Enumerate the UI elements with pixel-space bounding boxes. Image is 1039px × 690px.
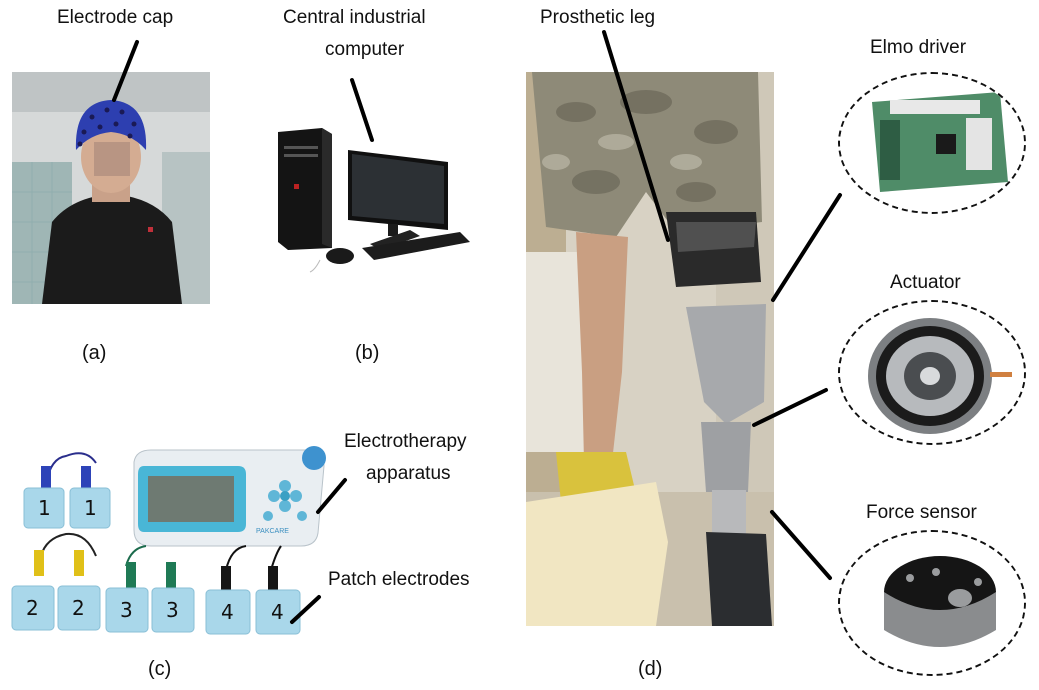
electrode-number: 2 bbox=[26, 596, 39, 620]
computer-leader bbox=[350, 78, 374, 142]
prosthetic-leg-label: Prosthetic leg bbox=[540, 7, 656, 28]
panel-label-b: (b) bbox=[355, 342, 380, 364]
prosthetic-leg-photo bbox=[526, 72, 774, 626]
elmo-driver-photo bbox=[838, 72, 1026, 214]
electrotherapy-label-line1: Electrotherapy bbox=[344, 431, 467, 452]
actuator-leader bbox=[752, 388, 828, 427]
patch-electrodes-leader bbox=[290, 595, 321, 624]
electrode-number: 4 bbox=[271, 600, 284, 624]
actuator-label: Actuator bbox=[890, 272, 961, 293]
device-brand: PAKCARE bbox=[256, 528, 289, 535]
electrode-cap-photo bbox=[12, 72, 210, 304]
prosthetic-leg-leader bbox=[602, 30, 670, 242]
electrode-number: 4 bbox=[221, 600, 234, 624]
electrode-number: 2 bbox=[72, 596, 85, 620]
elmo-driver-leader bbox=[771, 193, 842, 302]
actuator-photo bbox=[838, 300, 1026, 445]
central-computer-label-line1: Central industrial bbox=[283, 7, 426, 28]
panel-label-a: (a) bbox=[82, 342, 107, 364]
panel-label-d: (d) bbox=[638, 658, 663, 680]
electrotherapy-leader bbox=[316, 478, 347, 514]
central-computer-label-line2: computer bbox=[325, 39, 405, 60]
panel-label-c: (c) bbox=[148, 658, 172, 680]
electrode-number: 3 bbox=[166, 598, 179, 622]
elmo-driver-label: Elmo driver bbox=[870, 37, 967, 58]
force-sensor-label: Force sensor bbox=[866, 502, 977, 523]
electrode-number: 3 bbox=[120, 598, 133, 622]
electrode-cap-label: Electrode cap bbox=[57, 7, 174, 28]
patch-electrodes-label: Patch electrodes bbox=[328, 569, 470, 590]
electrotherapy-photo: 1 1 2 2 3 3 4 4 PAKCARE bbox=[6, 438, 336, 638]
computer-photo bbox=[270, 120, 475, 280]
electrode-cap-leader bbox=[112, 40, 139, 102]
electrotherapy-label-line2: apparatus bbox=[366, 463, 451, 484]
force-sensor-photo bbox=[838, 530, 1026, 676]
electrode-number: 1 bbox=[84, 496, 97, 520]
force-sensor-leader bbox=[770, 510, 832, 580]
electrode-number: 1 bbox=[38, 496, 51, 520]
